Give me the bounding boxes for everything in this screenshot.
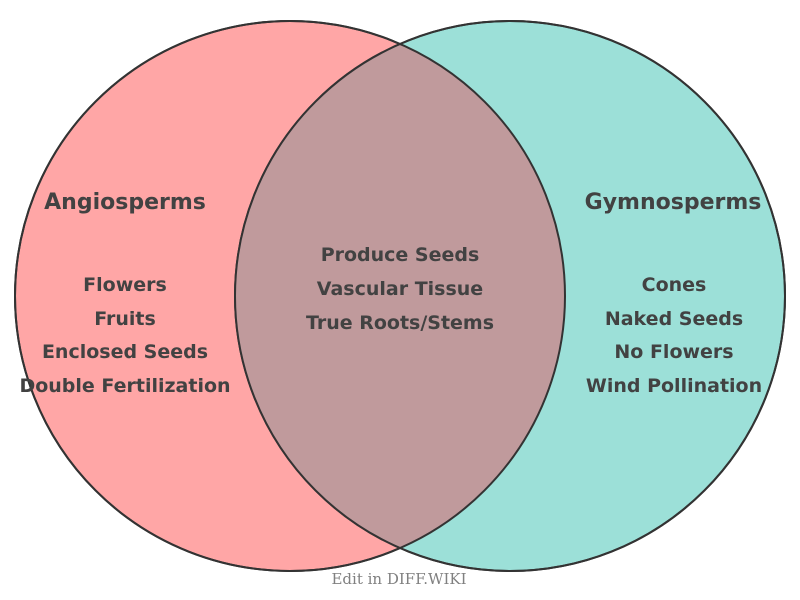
right-set-item: Wind Pollination: [585, 375, 763, 397]
intersection-item: Vascular Tissue: [316, 278, 484, 300]
right-set-item: Naked Seeds: [604, 308, 744, 330]
left-set-item: Fruits: [94, 308, 156, 330]
left-set-item: Enclosed Seeds: [41, 341, 209, 363]
right-set-title: Gymnosperms: [584, 190, 762, 215]
intersection-region: [235, 21, 565, 571]
left-set-outline: [14, 20, 566, 572]
left-set-item: Double Fertilization: [19, 375, 231, 397]
intersection-item: True Roots/Stems: [305, 312, 495, 334]
intersection-item: Produce Seeds: [320, 244, 480, 266]
right-set-outline: [234, 20, 786, 572]
edit-in-diffwiki-link[interactable]: Edit in DIFF.WIKI: [331, 570, 467, 588]
right-set-item: No Flowers: [614, 341, 734, 363]
right-set-item: Cones: [641, 274, 707, 296]
left-set-item: Flowers: [83, 274, 167, 296]
left-set-title: Angiosperms: [44, 190, 206, 215]
